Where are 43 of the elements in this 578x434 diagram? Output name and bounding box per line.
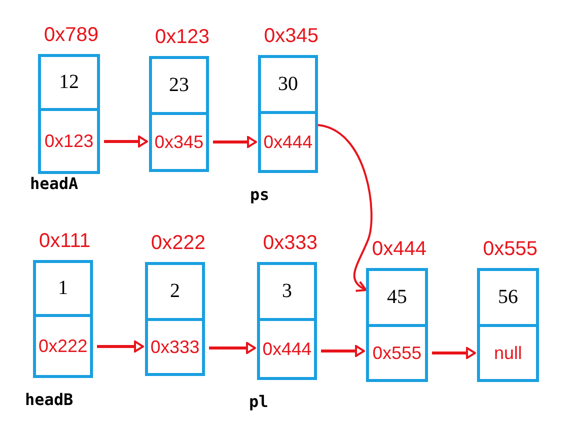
arrow	[318, 124, 372, 292]
list-node-box	[145, 262, 205, 376]
node-value: 23	[169, 74, 189, 97]
arrow	[97, 340, 144, 352]
arrow	[104, 136, 148, 148]
next-pointer: 0x555	[372, 342, 422, 364]
address-label: 0x444	[372, 238, 426, 261]
list-node-box	[477, 268, 539, 382]
next-pointer: null	[494, 342, 522, 364]
list-node-box	[258, 55, 318, 173]
list-node-box	[33, 260, 93, 378]
node-value: 45	[387, 286, 407, 309]
list-node-box	[149, 56, 209, 172]
next-pointer: 0x333	[150, 336, 200, 358]
address-label: 0x555	[483, 238, 538, 261]
node-value: 1	[58, 277, 68, 300]
next-pointer: 0x444	[263, 132, 313, 152]
address-label: 0x222	[151, 232, 206, 255]
address-label: 0x111	[39, 230, 91, 253]
node-value: 3	[282, 280, 292, 303]
pointer-name: ps	[250, 185, 270, 204]
address-label: 0x333	[263, 232, 318, 255]
node-value: 12	[59, 71, 79, 94]
next-pointer: 0x345	[154, 132, 204, 152]
address-label: 0x123	[155, 26, 210, 49]
list-node-box	[257, 262, 317, 380]
next-pointer: 0x123	[44, 130, 94, 152]
arrow	[432, 347, 476, 359]
arrow	[209, 342, 256, 354]
node-value: 30	[278, 73, 298, 96]
pointer-name: headB	[25, 390, 74, 409]
pointer-name: pl	[249, 392, 268, 411]
next-pointer: 0x222	[38, 336, 88, 356]
arrow	[321, 345, 365, 357]
arrow	[213, 136, 257, 148]
node-value: 2	[170, 280, 180, 303]
list-node-box	[38, 54, 100, 174]
pointer-name: headA	[30, 174, 78, 193]
next-pointer: 0x444	[262, 338, 312, 360]
address-label: 0x789	[44, 24, 98, 47]
address-label: 0x345	[264, 25, 318, 48]
list-node-box	[366, 268, 428, 382]
node-value: 56	[498, 286, 518, 309]
